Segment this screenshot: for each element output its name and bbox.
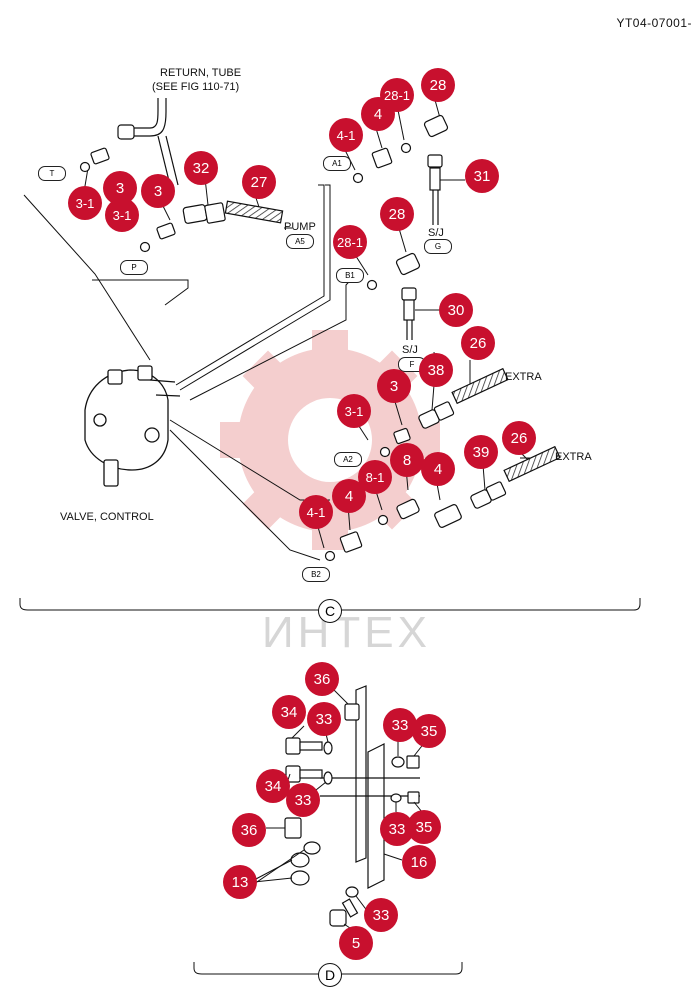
- port-a2-tag: A2: [334, 452, 362, 467]
- pump-label: PUMP: [284, 221, 316, 233]
- port-a1-tag: A1: [323, 156, 351, 171]
- callout-part-30[interactable]: 30: [439, 293, 473, 327]
- port-p-tag: P: [120, 260, 148, 275]
- callout-part-4[interactable]: 4: [332, 479, 366, 513]
- callout-part-4[interactable]: 4: [421, 452, 455, 486]
- callout-part-3-1[interactable]: 3-1: [68, 186, 102, 220]
- callout-part-28-1[interactable]: 28-1: [333, 225, 367, 259]
- callout-part-3[interactable]: 3: [141, 174, 175, 208]
- port-a5-tag: A5: [286, 234, 314, 249]
- port-b2-tag: B2: [302, 567, 330, 582]
- callout-part-3-1[interactable]: 3-1: [337, 394, 371, 428]
- callout-part-16[interactable]: 16: [402, 845, 436, 879]
- callout-part-28[interactable]: 28: [421, 68, 455, 102]
- callout-part-28[interactable]: 28: [380, 197, 414, 231]
- return-tube: [117, 98, 179, 186]
- callout-part-33[interactable]: 33: [383, 708, 417, 742]
- callout-part-34[interactable]: 34: [272, 695, 306, 729]
- callout-part-36[interactable]: 36: [305, 662, 339, 696]
- control-valve-body: [84, 365, 181, 487]
- callout-part-13[interactable]: 13: [223, 865, 257, 899]
- valve-control-label: VALVE, CONTROL: [60, 511, 154, 523]
- port-t-tag: T: [38, 166, 66, 181]
- callout-part-39[interactable]: 39: [464, 435, 498, 469]
- extra-label-1: EXTRA: [505, 371, 542, 383]
- callout-part-36[interactable]: 36: [232, 813, 266, 847]
- callout-part-3-1[interactable]: 3-1: [105, 198, 139, 232]
- callout-part-4-1[interactable]: 4-1: [329, 118, 363, 152]
- extra-label-2: EXTRA: [555, 451, 592, 463]
- return-tube-label: RETURN, TUBE: [160, 67, 242, 79]
- callout-part-5[interactable]: 5: [339, 926, 373, 960]
- see-fig-label: (SEE FIG 110-71): [152, 81, 240, 93]
- section-c-marker: C: [318, 599, 342, 623]
- section-d-drawing: [284, 685, 420, 927]
- callout-part-26[interactable]: 26: [461, 326, 495, 360]
- watermark-text: ИНТЕХ: [262, 608, 431, 657]
- section-d-marker: D: [318, 963, 342, 987]
- document-id: YT04-07001-: [616, 16, 692, 30]
- callout-part-33[interactable]: 33: [364, 898, 398, 932]
- section-c-fittings: [79, 114, 561, 562]
- callout-part-35[interactable]: 35: [412, 714, 446, 748]
- callout-part-3[interactable]: 3: [377, 369, 411, 403]
- sj-bottom-label: S/J: [402, 344, 418, 356]
- callout-part-32[interactable]: 32: [184, 151, 218, 185]
- callout-part-4-1[interactable]: 4-1: [299, 495, 333, 529]
- callout-part-27[interactable]: 27: [242, 165, 276, 199]
- port-g-tag: G: [424, 239, 452, 254]
- callout-part-38[interactable]: 38: [419, 353, 453, 387]
- callout-part-28-1[interactable]: 28-1: [380, 78, 414, 112]
- port-b1-tag: B1: [336, 268, 364, 283]
- callout-part-31[interactable]: 31: [465, 159, 499, 193]
- callout-part-33[interactable]: 33: [307, 702, 341, 736]
- callout-part-8[interactable]: 8: [390, 443, 424, 477]
- sj-top-label: S/J: [428, 227, 444, 239]
- callout-part-33[interactable]: 33: [286, 783, 320, 817]
- callout-part-26[interactable]: 26: [502, 421, 536, 455]
- callout-part-34[interactable]: 34: [256, 769, 290, 803]
- callout-part-35[interactable]: 35: [407, 810, 441, 844]
- section-d-callout-lines: [253, 689, 426, 933]
